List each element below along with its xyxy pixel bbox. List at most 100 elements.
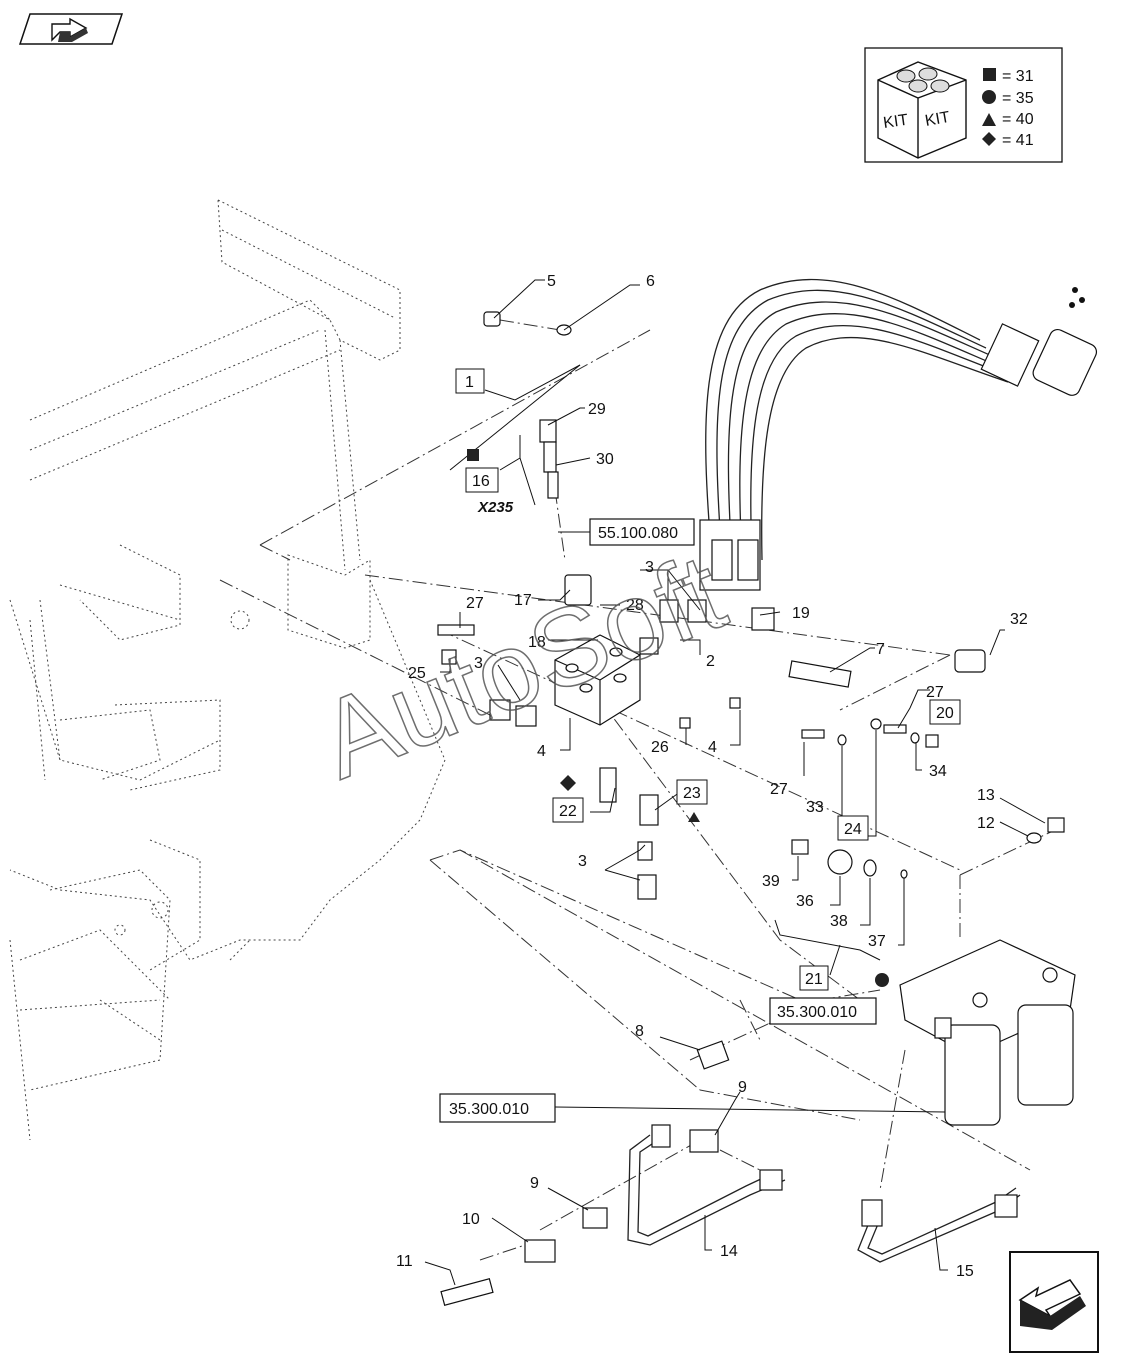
- callout-4-right: 4: [708, 739, 717, 756]
- callout-8: 8: [635, 1023, 644, 1040]
- callout-11: 11: [396, 1253, 413, 1270]
- pressure-switch-29-30: [539, 419, 559, 499]
- callout-28: 28: [626, 597, 644, 614]
- callout-4-left: 4: [537, 743, 546, 760]
- kit-entry-diamond: = 41: [982, 132, 1034, 149]
- svg-text:= 40: = 40: [1002, 111, 1034, 128]
- hydraulic-hose-bundle: [699, 278, 1098, 591]
- callout-33: 33: [806, 799, 824, 816]
- boxed-callout-24: 24: [837, 815, 869, 841]
- callout-36: 36: [796, 893, 814, 910]
- fittings-3-bottom: [637, 841, 657, 900]
- svg-text:35.300.010: 35.300.010: [777, 1004, 857, 1021]
- callout-39: 39: [762, 873, 780, 890]
- callout-27-left: 27: [466, 595, 484, 612]
- bolt-11: [440, 1278, 494, 1306]
- svg-text:55.100.080: 55.100.080: [598, 525, 678, 542]
- fittings-22-23: [599, 767, 659, 826]
- svg-text:20: 20: [936, 705, 954, 722]
- callout-30: 30: [596, 451, 614, 468]
- callout-27-mid: 27: [770, 781, 788, 798]
- bolt-washer-12-13: [1026, 817, 1065, 844]
- svg-text:16: 16: [472, 473, 490, 490]
- kit-entry-square: = 31: [983, 68, 1034, 85]
- coil-17: [564, 574, 592, 606]
- callout-34: 34: [929, 763, 947, 780]
- callout-13: 13: [977, 787, 995, 804]
- tube-14: [627, 1124, 786, 1246]
- leader-lines: [424, 279, 1046, 1286]
- fitting-19: [751, 607, 775, 631]
- boxed-callout-1: 1: [455, 368, 485, 394]
- callout-26: 26: [651, 739, 669, 756]
- filter-assembly: [899, 939, 1076, 1126]
- callout-2: 2: [706, 653, 715, 670]
- callout-29: 29: [588, 401, 606, 418]
- callout-7: 7: [876, 641, 885, 658]
- bolt-7: [788, 660, 852, 688]
- callout-3-top: 3: [645, 559, 654, 576]
- machine-frame: [9, 199, 446, 1141]
- clamps-9: [582, 1129, 719, 1229]
- svg-text:1: 1: [465, 374, 474, 391]
- svg-text:= 31: = 31: [1002, 68, 1034, 85]
- tube-15: [857, 1187, 1021, 1263]
- fitting-8: [696, 1040, 730, 1070]
- callout-6: 6: [646, 273, 655, 290]
- callout-15: 15: [956, 1263, 974, 1280]
- fittings-3-left: [489, 699, 537, 727]
- clamp-10: [524, 1239, 556, 1263]
- callout-38: 38: [830, 913, 848, 930]
- boxed-callout-20: 20: [929, 699, 961, 725]
- callout-3-left: 3: [474, 655, 483, 672]
- callout-12: 12: [977, 815, 995, 832]
- callout-14: 14: [720, 1243, 738, 1260]
- prev-page-button[interactable]: [18, 13, 124, 45]
- svg-text:21: 21: [805, 971, 823, 988]
- svg-text:22: 22: [559, 803, 577, 820]
- callout-5: 5: [547, 273, 556, 290]
- callout-labels: 5 6 29 30 17 28 3 19 2 7 32 27 18 25 3 4…: [396, 273, 1028, 1280]
- parts-27-34-20: [883, 724, 939, 748]
- callout-9-right: 9: [738, 1079, 747, 1096]
- kit-box-icon: KIT KIT: [877, 61, 967, 159]
- svg-text:23: 23: [683, 785, 701, 802]
- boxed-callout-23: 23: [676, 779, 708, 822]
- callout-32: 32: [1010, 611, 1028, 628]
- stud-27-left: [437, 624, 475, 636]
- kit-entry-circle: = 35: [982, 90, 1034, 107]
- parts-26-4: [679, 697, 741, 729]
- connector-label: X235: [477, 499, 514, 516]
- ref-box-55-100-080[interactable]: 55.100.080: [589, 518, 695, 546]
- forward-arrow-icon: [1018, 1279, 1086, 1330]
- callout-9-left: 9: [530, 1175, 539, 1192]
- kit-legend: KIT KIT = 31 = 35 = 40 = 41: [864, 47, 1063, 163]
- boxed-callout-21: 21: [799, 965, 889, 991]
- kit-label-left: KIT: [882, 112, 909, 132]
- fittings-3-top: [639, 599, 707, 655]
- nut-25: [441, 649, 457, 665]
- callout-27-right: 27: [926, 684, 944, 701]
- callout-25: 25: [408, 665, 426, 682]
- ref-box-35-300-010-left[interactable]: 35.300.010: [439, 1093, 556, 1123]
- plug-32: [954, 649, 986, 673]
- svg-text:= 41: = 41: [1002, 132, 1034, 149]
- callout-3-bottom: 3: [578, 853, 587, 870]
- next-page-button[interactable]: [1009, 1251, 1099, 1353]
- parts-36-39: [791, 839, 908, 879]
- ref-box-35-300-010-right[interactable]: 35.300.010: [769, 997, 877, 1025]
- back-arrow-icon: [51, 17, 88, 42]
- callout-10: 10: [462, 1211, 480, 1228]
- svg-text:35.300.010: 35.300.010: [449, 1101, 529, 1118]
- kit-entry-triangle: = 40: [982, 111, 1034, 128]
- assembly-centerlines: [219, 319, 1056, 1261]
- callout-18: 18: [528, 634, 546, 651]
- valve-block: [554, 634, 641, 726]
- boxed-callout-22: 22: [552, 775, 584, 823]
- parts-27-33-24: [801, 718, 882, 746]
- callout-37: 37: [868, 933, 886, 950]
- svg-text:= 35: = 35: [1002, 90, 1034, 107]
- boxed-callout-16: 16: [465, 449, 499, 493]
- svg-text:24: 24: [844, 821, 862, 838]
